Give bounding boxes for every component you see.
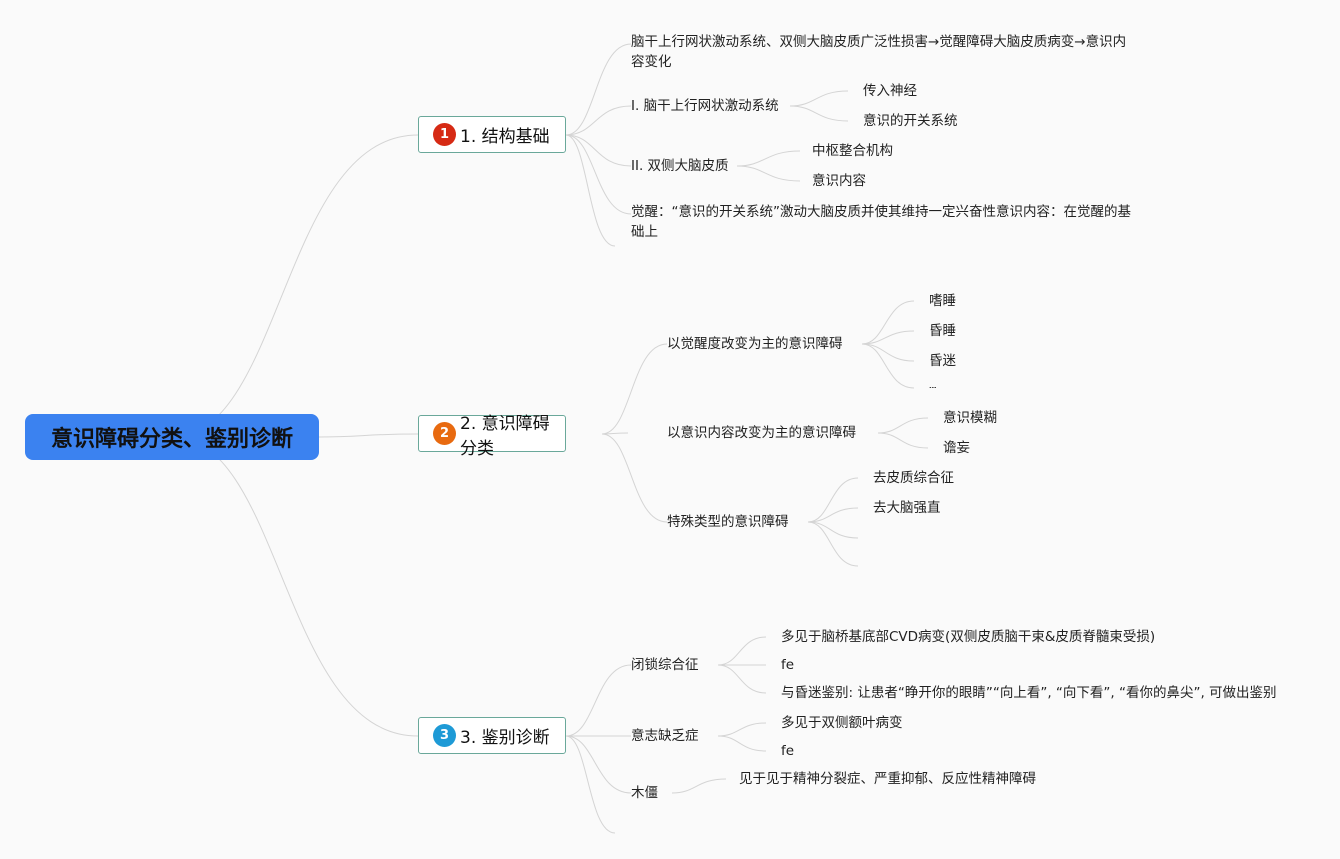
branch1-link xyxy=(565,134,632,215)
branch-label: 3. 鉴别诊断 xyxy=(460,728,550,748)
sub-link xyxy=(717,722,767,737)
topic-arousal-definition[interactable]: 觉醒：“意识的开关系统”激动大脑皮质并使其维持一定兴奋性意识内容：在觉醒的基础上 xyxy=(631,204,1131,240)
branch1-link xyxy=(565,105,632,136)
branch-label: 1. 结构基础 xyxy=(460,127,550,147)
branch-classification[interactable]: 2 2. 意识障碍分类 xyxy=(418,414,566,459)
topic-somnolence[interactable]: 嗜睡 xyxy=(929,293,956,309)
sub-link xyxy=(717,636,767,666)
sub-link xyxy=(807,477,859,523)
sub-link xyxy=(717,664,767,694)
root-link-3 xyxy=(171,436,419,737)
branch2-link xyxy=(601,433,668,523)
topic-abulia-cause[interactable]: 多见于双侧额叶病变 xyxy=(781,715,903,731)
topic-content-disorder[interactable]: 以意识内容改变为主的意识障碍 xyxy=(667,425,856,441)
sub-link xyxy=(736,165,801,182)
topic-locked-in-cause[interactable]: 多见于脑桥基底部CVD病变(双侧皮质脑干束&皮质脊髓束受损) xyxy=(781,629,1156,645)
sub-link xyxy=(736,150,801,167)
number-3-icon: 3 xyxy=(433,724,456,747)
topic-arousal-disorder[interactable]: 以觉醒度改变为主的意识障碍 xyxy=(667,336,843,352)
topic-consciousness-content[interactable]: 意识内容 xyxy=(812,173,866,189)
topic-afferent-nerve[interactable]: 传入神经 xyxy=(863,83,917,99)
sub-link xyxy=(807,507,859,523)
sub-link xyxy=(877,417,929,434)
topic-special-types[interactable]: 特殊类型的意识障碍 xyxy=(667,514,789,530)
branch1-link xyxy=(565,134,616,247)
branch-label: 2. 意识障碍分类 xyxy=(460,413,550,459)
topic-consciousness-switch[interactable]: 意识的开关系统 xyxy=(863,113,958,129)
topic-abulia[interactable]: 意志缺乏症 xyxy=(631,728,699,744)
sub-link xyxy=(807,521,859,539)
topic-locked-in-fe[interactable]: fe xyxy=(781,657,795,673)
topic-delirium[interactable]: 谵妄 xyxy=(943,440,970,456)
topic-coma[interactable]: 昏迷 xyxy=(929,353,956,369)
branch3-link xyxy=(565,664,632,737)
branch1-link xyxy=(565,134,632,167)
topic-unknown-glyph[interactable]: 𝌀 xyxy=(929,383,938,393)
topic-stupor[interactable]: 昏睡 xyxy=(929,323,956,339)
topic-brainstem-system[interactable]: I. 脑干上行网状激动系统 xyxy=(631,98,779,114)
topic-decorticate-syndrome[interactable]: 去皮质综合征 xyxy=(873,470,954,486)
sub-link xyxy=(877,432,929,449)
root-topic[interactable]: 意识障碍分类、鉴别诊断 xyxy=(25,414,319,460)
root-link-1 xyxy=(171,134,419,438)
sub-link xyxy=(789,105,849,122)
branch1-link xyxy=(565,43,632,136)
branch-structure-basis[interactable]: 1 1. 结构基础 xyxy=(418,116,566,153)
number-1-icon: 1 xyxy=(433,123,456,146)
sub-link xyxy=(861,343,915,362)
topic-bilateral-cortex[interactable]: II. 双侧大脑皮质 xyxy=(631,158,729,174)
topic-catatonic-cause[interactable]: 见于见于精神分裂症、严重抑郁、反应性精神障碍 xyxy=(739,771,1036,787)
sub-link xyxy=(789,90,849,107)
topic-locked-in-differential[interactable]: 与昏迷鉴别: 让患者“睁开你的眼睛”“向上看”, “向下看”, “看你的鼻尖”,… xyxy=(781,685,1277,701)
branch3-link xyxy=(565,735,632,794)
sub-link xyxy=(807,521,859,567)
topic-locked-in-syndrome[interactable]: 闭锁综合征 xyxy=(631,657,699,673)
number-2-icon: 2 xyxy=(433,422,456,445)
sub-link xyxy=(861,343,915,389)
branch2-link xyxy=(601,343,668,435)
branch3-link xyxy=(565,735,616,834)
topic-central-integration[interactable]: 中枢整合机构 xyxy=(812,143,893,159)
topic-confusion[interactable]: 意识模糊 xyxy=(943,410,997,426)
root-link-2 xyxy=(318,433,419,438)
sub-link xyxy=(717,735,767,752)
topic-decerebrate-rigidity[interactable]: 去大脑强直 xyxy=(873,500,941,516)
sub-link xyxy=(861,300,915,345)
topic-abulia-fe[interactable]: fe xyxy=(781,743,795,759)
topic-structure-summary[interactable]: 脑干上行网状激动系统、双侧大脑皮质广泛性损害→觉醒障碍大脑皮质病变→意识内容变化 xyxy=(631,34,1127,70)
sub-link xyxy=(671,778,727,794)
branch-differential-diagnosis[interactable]: 3 3. 鉴别诊断 xyxy=(418,717,566,754)
topic-catatonic-stupor[interactable]: 木僵 xyxy=(631,785,658,801)
sub-link xyxy=(861,330,915,345)
